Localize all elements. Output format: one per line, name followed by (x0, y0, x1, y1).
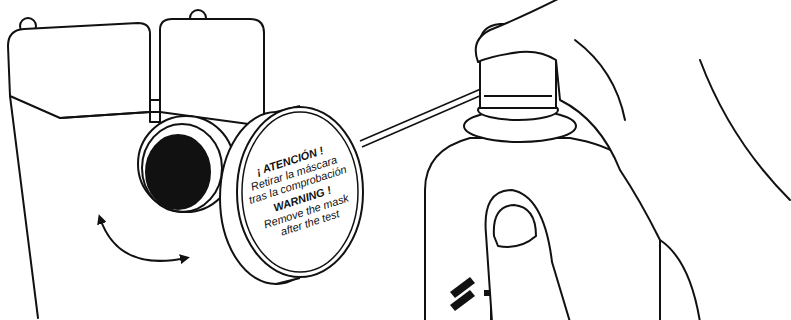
mask-plate (8, 23, 150, 118)
logo-mark (450, 290, 475, 311)
rotation-arrow (100, 218, 186, 261)
thumb-nail (494, 205, 536, 247)
hand-crease (700, 60, 790, 200)
actuator-line (484, 95, 552, 97)
mask-body-edge (10, 96, 38, 318)
hand-crease (575, 40, 625, 120)
filter-rim (142, 124, 222, 212)
filter-opening (146, 135, 210, 209)
cap-face-edge (237, 107, 363, 277)
hand-back (476, 0, 791, 320)
mask-plate (160, 19, 264, 126)
test-cap-face: ¡ ATENCIÓN !Retirar la máscara tras la c… (236, 106, 364, 278)
hand (476, 0, 791, 320)
thumb (486, 190, 570, 320)
